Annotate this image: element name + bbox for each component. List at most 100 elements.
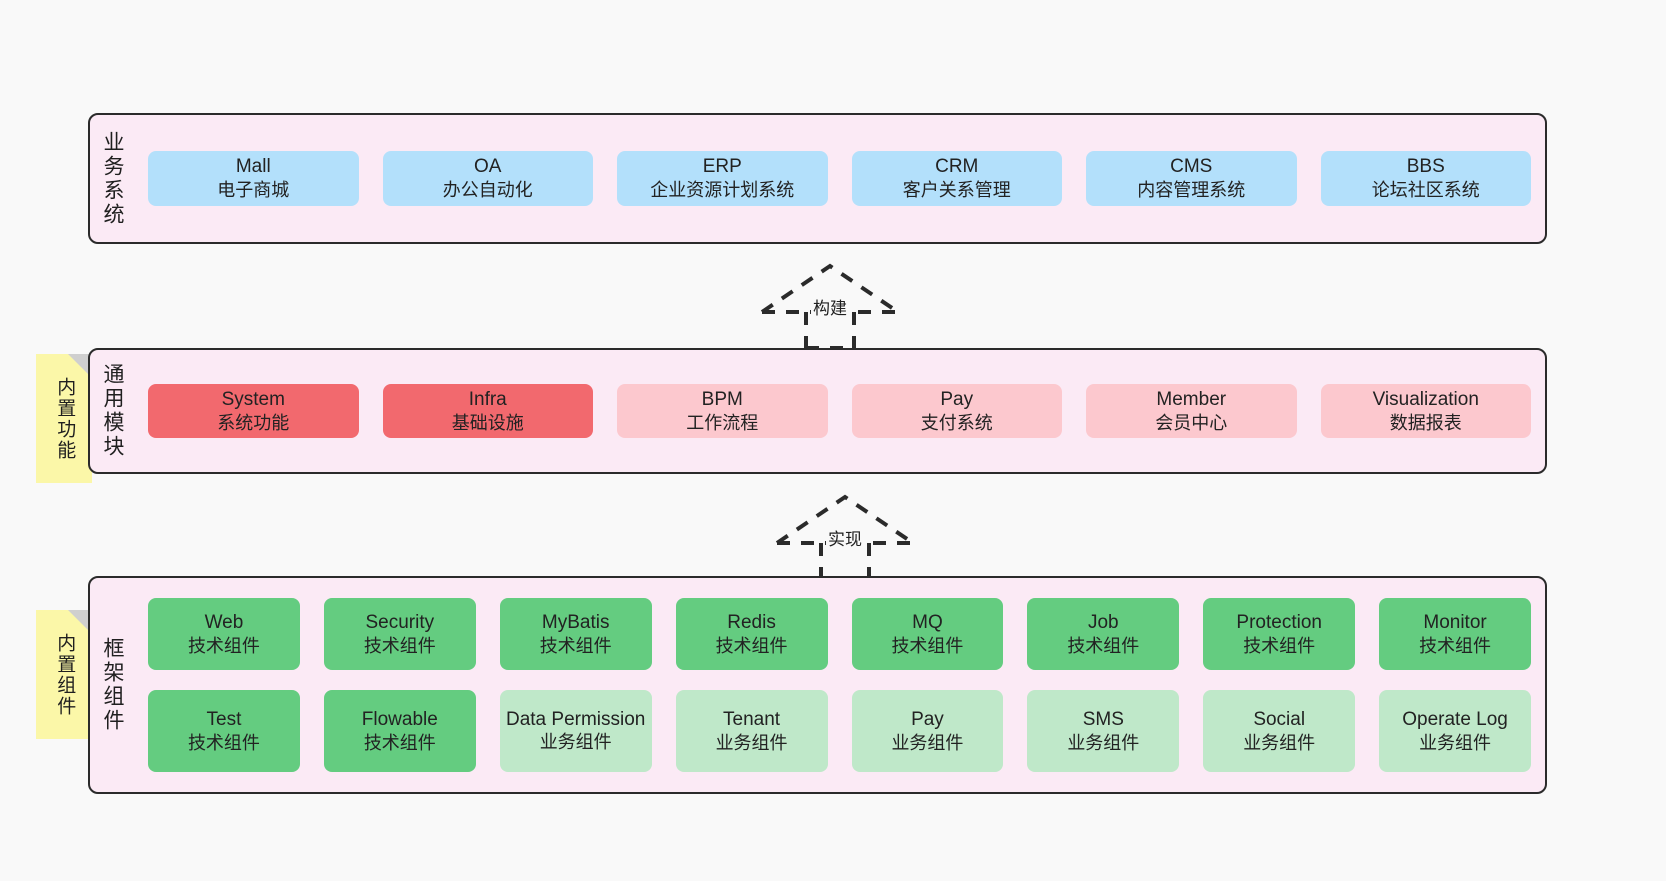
node-title: Operate Log <box>1402 708 1508 730</box>
layer-framework-components: 框架组件 Web 技术组件 Security 技术组件 MyBatis 技术组件… <box>88 576 1547 794</box>
node-mq[interactable]: MQ 技术组件 <box>851 598 1004 670</box>
node-title: Infra <box>468 388 507 410</box>
node-subtitle: 业务组件 <box>1243 732 1316 753</box>
node-title: BBS <box>1406 156 1445 178</box>
connector-implement: 实现 <box>770 489 920 581</box>
node-subtitle: 业务组件 <box>1067 732 1140 753</box>
node-title: MQ <box>912 611 943 633</box>
node-subtitle: 技术组件 <box>1419 635 1492 656</box>
node-security[interactable]: Security 技术组件 <box>323 598 476 670</box>
node-subtitle: 技术组件 <box>187 635 260 656</box>
layer-row: Mall 电子商城 OA 办公自动化 ERP 企业资源计划系统 CRM 客户关系… <box>148 151 1531 206</box>
node-subtitle: 企业资源计划系统 <box>650 180 795 201</box>
node-title: Tenant <box>723 708 781 730</box>
node-pay-module[interactable]: Pay 支付系统 <box>851 383 1062 439</box>
layer-title-common: 通用模块 <box>101 363 125 459</box>
node-subtitle: 技术组件 <box>891 635 964 656</box>
node-protection[interactable]: Protection 技术组件 <box>1203 598 1356 670</box>
node-sms[interactable]: SMS 业务组件 <box>1027 690 1180 772</box>
node-cms[interactable]: CMS 内容管理系统 <box>1086 151 1297 206</box>
node-title: Flowable <box>361 708 438 730</box>
node-pay-component[interactable]: Pay 业务组件 <box>851 690 1004 772</box>
node-title: CMS <box>1170 156 1213 178</box>
node-subtitle: 内容管理系统 <box>1137 180 1246 201</box>
note-builtin-features: 内置功能 <box>36 354 92 483</box>
layer-body-framework: Web 技术组件 Security 技术组件 MyBatis 技术组件 Redi… <box>134 578 1545 792</box>
node-subtitle: 技术组件 <box>363 732 436 753</box>
node-subtitle: 业务组件 <box>539 731 612 752</box>
layer-row: Test 技术组件 Flowable 技术组件 Data Permission … <box>148 690 1531 772</box>
node-monitor[interactable]: Monitor 技术组件 <box>1379 598 1531 670</box>
node-title: Protection <box>1236 611 1322 633</box>
node-subtitle: 技术组件 <box>363 635 436 656</box>
node-title: Test <box>206 708 242 730</box>
connector-build-label: 构建 <box>811 294 849 319</box>
node-subtitle: 办公自动化 <box>442 180 533 201</box>
layer-row: Web 技术组件 Security 技术组件 MyBatis 技术组件 Redi… <box>148 598 1531 670</box>
layer-common-modules: 通用模块 System 系统功能 Infra 基础设施 BPM 工作流程 Pay… <box>88 348 1547 474</box>
node-title: SMS <box>1082 708 1124 730</box>
node-job[interactable]: Job 技术组件 <box>1027 598 1180 670</box>
layer-body-common: System 系统功能 Infra 基础设施 BPM 工作流程 Pay 支付系统… <box>134 350 1545 472</box>
node-subtitle: 论坛社区系统 <box>1371 180 1480 201</box>
layer-business-systems: 业务系统 Mall 电子商城 OA 办公自动化 ERP 企业资源计划系统 CRM… <box>88 113 1547 244</box>
node-subtitle: 电子商城 <box>217 180 290 201</box>
node-test[interactable]: Test 技术组件 <box>148 690 300 772</box>
node-web[interactable]: Web 技术组件 <box>148 598 300 670</box>
node-title: Job <box>1087 611 1119 633</box>
node-title: Member <box>1156 388 1227 410</box>
node-title: MyBatis <box>541 611 610 633</box>
node-member[interactable]: Member 会员中心 <box>1086 383 1297 439</box>
node-data-permission[interactable]: Data Permission 业务组件 <box>499 690 652 772</box>
node-title: Social <box>1253 708 1306 730</box>
node-mybatis[interactable]: MyBatis 技术组件 <box>499 598 652 670</box>
node-title: Pay <box>911 708 944 730</box>
node-subtitle: 系统功能 <box>217 412 290 433</box>
layer-row: System 系统功能 Infra 基础设施 BPM 工作流程 Pay 支付系统… <box>148 383 1531 439</box>
node-redis[interactable]: Redis 技术组件 <box>675 598 828 670</box>
node-bbs[interactable]: BBS 论坛社区系统 <box>1320 151 1531 206</box>
node-subtitle: 数据报表 <box>1389 412 1462 433</box>
node-title: Visualization <box>1372 388 1479 410</box>
node-erp[interactable]: ERP 企业资源计划系统 <box>617 151 828 206</box>
node-infra[interactable]: Infra 基础设施 <box>382 383 593 439</box>
node-subtitle: 支付系统 <box>920 412 993 433</box>
node-title: BPM <box>701 388 743 410</box>
node-social[interactable]: Social 业务组件 <box>1203 690 1356 772</box>
node-flowable[interactable]: Flowable 技术组件 <box>323 690 476 772</box>
node-title: Monitor <box>1423 611 1487 633</box>
node-title: Redis <box>727 611 776 633</box>
node-subtitle: 业务组件 <box>891 732 964 753</box>
node-system[interactable]: System 系统功能 <box>148 383 359 439</box>
connector-implement-label: 实现 <box>826 525 864 550</box>
node-subtitle: 业务组件 <box>1419 732 1492 753</box>
node-subtitle: 技术组件 <box>715 635 788 656</box>
note-label: 内置功能 <box>54 376 76 461</box>
node-title: Data Permission <box>505 708 646 730</box>
node-title: Mall <box>235 156 271 178</box>
note-label: 内置组件 <box>54 632 76 717</box>
node-subtitle: 技术组件 <box>187 732 260 753</box>
layer-body-business: Mall 电子商城 OA 办公自动化 ERP 企业资源计划系统 CRM 客户关系… <box>134 115 1545 242</box>
node-subtitle: 技术组件 <box>1067 635 1140 656</box>
node-title: System <box>221 388 285 410</box>
node-title: CRM <box>935 156 979 178</box>
layer-title-business: 业务系统 <box>101 130 125 227</box>
node-subtitle: 技术组件 <box>1243 635 1316 656</box>
node-title: ERP <box>702 156 742 178</box>
node-operate-log[interactable]: Operate Log 业务组件 <box>1379 690 1531 772</box>
layer-title-framework: 框架组件 <box>101 637 125 733</box>
node-visualization[interactable]: Visualization 数据报表 <box>1320 383 1531 439</box>
node-subtitle: 工作流程 <box>686 412 759 433</box>
node-tenant[interactable]: Tenant 业务组件 <box>675 690 828 772</box>
node-bpm[interactable]: BPM 工作流程 <box>617 383 828 439</box>
node-subtitle: 基础设施 <box>451 412 524 433</box>
node-subtitle: 会员中心 <box>1155 412 1228 433</box>
connector-build: 构建 <box>755 258 905 350</box>
node-crm[interactable]: CRM 客户关系管理 <box>851 151 1062 206</box>
node-mall[interactable]: Mall 电子商城 <box>148 151 359 206</box>
node-oa[interactable]: OA 办公自动化 <box>382 151 593 206</box>
note-builtin-components: 内置组件 <box>36 610 92 739</box>
node-title: Web <box>204 611 244 633</box>
